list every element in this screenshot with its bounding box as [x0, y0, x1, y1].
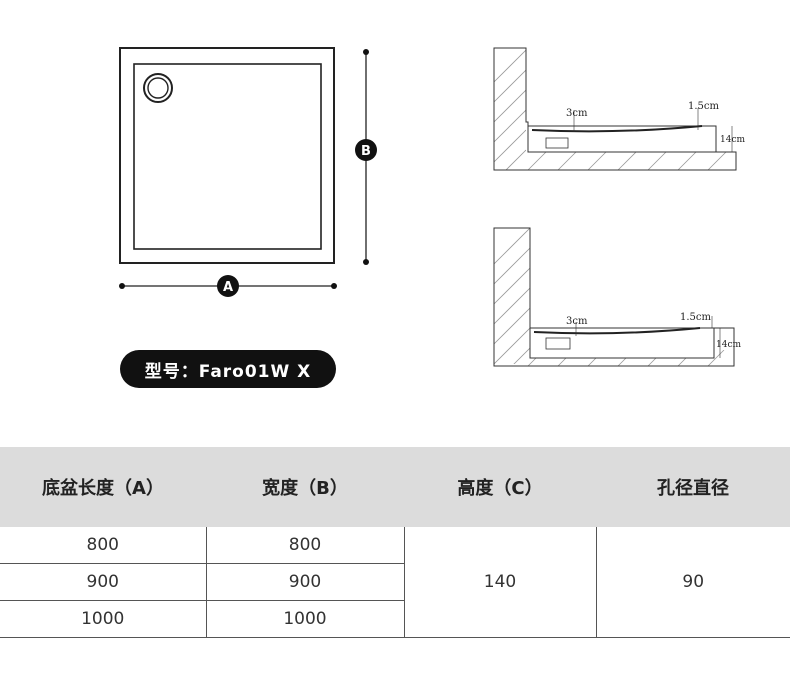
cell-width: 800	[206, 527, 405, 564]
cell-length: 900	[0, 563, 207, 601]
cell-length: 1000	[0, 600, 207, 638]
tray-height-label: 14cm	[720, 135, 745, 145]
floor-hatch	[527, 152, 727, 170]
tray-height-label: 14cm	[716, 340, 741, 350]
tray-basin-line	[531, 125, 703, 133]
left-depth-label: 3cm	[566, 316, 588, 327]
dimension-a-end-left	[119, 283, 125, 289]
wall-hatch	[494, 228, 530, 364]
table-row: 900 900	[0, 563, 790, 601]
cell-width: 1000	[206, 600, 405, 638]
tray-profile	[527, 125, 717, 153]
dimension-a-marker	[217, 275, 239, 297]
tray-basin-line	[533, 327, 701, 335]
drain-body	[545, 337, 571, 350]
cell-length: 800	[0, 527, 207, 564]
right-depth-label: 1.5cm	[688, 101, 720, 112]
drain-hole-outer	[143, 73, 173, 103]
section-drawing-top: 3cm 1.5cm 14cm	[493, 47, 745, 171]
cell-width: 900	[206, 563, 405, 601]
cell-height: 140	[404, 527, 597, 638]
tray-outer-outline	[119, 47, 335, 264]
table-header-row: 底盆长度（A） 宽度（B） 高度（C） 孔径直径	[0, 447, 790, 527]
table-row: 800 800 140 90	[0, 527, 790, 638]
plan-view-drawing: A B	[119, 47, 377, 297]
dimension-a-label: A	[223, 280, 233, 295]
model-badge: 型号：Faro01W X	[120, 350, 336, 388]
left-depth-label: 3cm	[566, 108, 588, 119]
dimension-b-end-top	[363, 49, 369, 55]
wall-floor-outline	[493, 227, 735, 367]
right-depth-label: 1.5cm	[680, 312, 712, 323]
header-width: 宽度（B）	[206, 447, 404, 527]
drain-hole-inner	[147, 77, 169, 99]
drain-body	[545, 137, 569, 149]
tray-inner-outline	[133, 63, 322, 250]
header-diameter: 孔径直径	[596, 447, 790, 527]
section-drawing-bottom: 3cm 1.5cm 14cm	[493, 227, 741, 367]
dimension-b-end-bottom	[363, 259, 369, 265]
header-length: 底盆长度（A）	[0, 447, 206, 527]
wall-hatch	[494, 49, 526, 170]
table-row: 1000 1000	[0, 600, 790, 638]
dimension-b-label: B	[361, 144, 371, 159]
header-height: 高度（C）	[404, 447, 596, 527]
dimension-a-end-right	[331, 283, 337, 289]
dimension-b-marker	[355, 139, 377, 161]
spec-table: 底盆长度（A） 宽度（B） 高度（C） 孔径直径 800 800 140 90 …	[0, 447, 790, 638]
cell-diameter: 90	[596, 527, 790, 638]
